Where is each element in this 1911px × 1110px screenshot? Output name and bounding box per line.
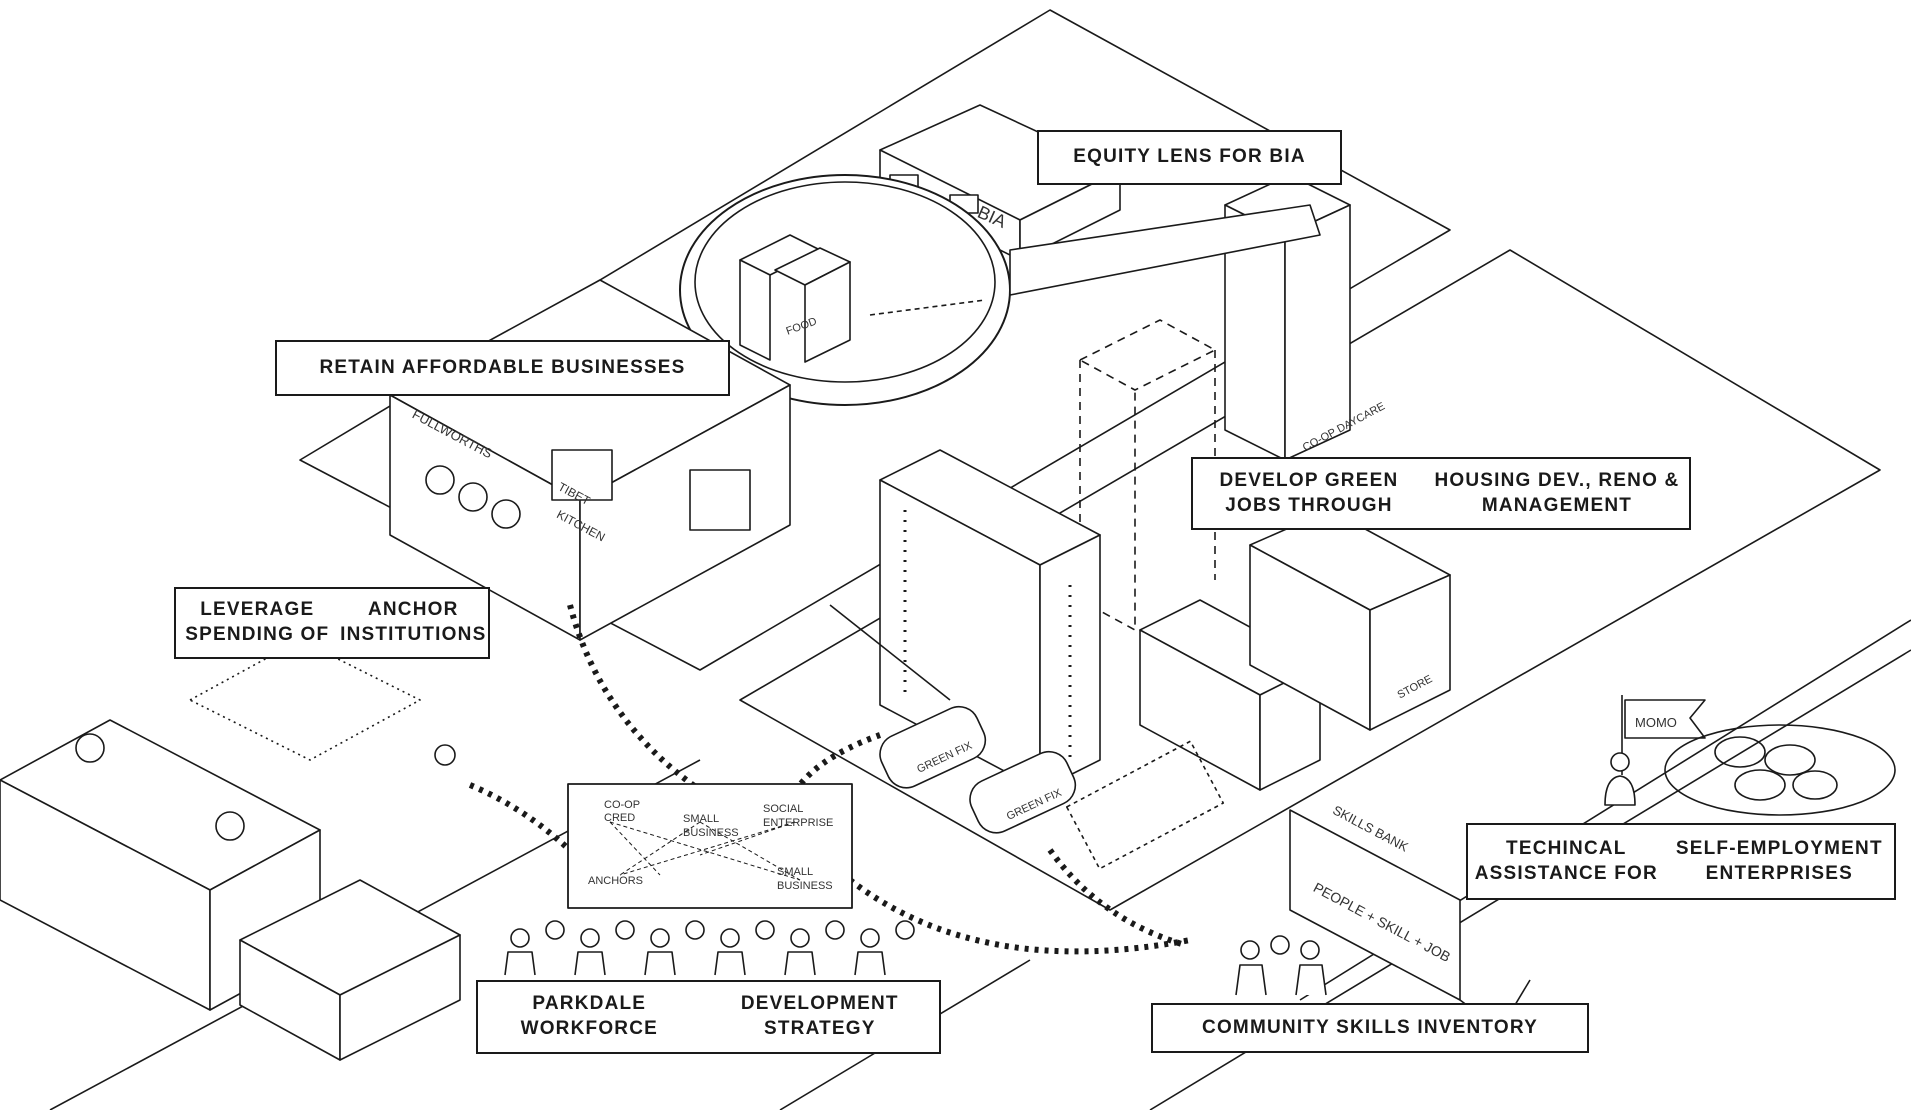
callout-green-jobs-line2: HOUSING DEV., RENO & MANAGEMENT [1434, 469, 1680, 516]
callout-green-jobs: DEVELOP GREEN JOBS THROUGH HOUSING DEV.,… [1191, 457, 1691, 530]
green-fix-vans [829, 604, 1077, 834]
node-coop-cred-2: CRED [604, 812, 635, 824]
callout-technical-assistance: TECHINCAL ASSISTANCE FOR SELF-EMPLOYMENT… [1466, 823, 1896, 900]
callout-retain-businesses: RETAIN AFFORDABLE BUSINESSES [275, 340, 730, 396]
callout-anchor-spending: LEVERAGE SPENDING OF ANCHOR INSTITUTIONS [174, 587, 490, 659]
callout-green-jobs-line1: DEVELOP GREEN JOBS THROUGH [1219, 469, 1399, 516]
apartment-block [1139, 509, 1451, 791]
callout-equity-lens: EQUITY LENS FOR BIA [1037, 130, 1342, 185]
node-small-business-2b: BUSINESS [777, 880, 833, 892]
callout-skills-inventory: COMMUNITY SKILLS INVENTORY [1151, 1003, 1589, 1053]
node-coop-cred-1: CO-OP [604, 799, 640, 811]
node-small-business-1a: SMALL [683, 813, 719, 825]
callout-workforce-strategy: PARKDALE WORKFORCE DEVELOPMENT STRATEGY [476, 980, 941, 1054]
momo-stall [1604, 695, 1896, 816]
magnifier-lens [679, 174, 1321, 406]
callout-anchor-spending-line1: LEVERAGE SPENDING OF [185, 599, 330, 645]
node-anchors: ANCHORS [588, 875, 643, 887]
callout-anchor-spending-line2: ANCHOR INSTITUTIONS [340, 599, 487, 645]
node-social-enterprise-1: SOCIAL [763, 803, 803, 815]
callout-workforce-strategy-line2: DEVELOPMENT STRATEGY [740, 993, 899, 1039]
callout-skills-inventory-text: COMMUNITY SKILLS INVENTORY [1202, 1016, 1538, 1038]
callout-technical-assistance-line2: SELF-EMPLOYMENT ENTERPRISES [1675, 837, 1883, 884]
striped-tower [1224, 174, 1351, 461]
callout-workforce-strategy-line1: PARKDALE WORKFORCE [520, 993, 659, 1039]
node-small-business-2a: SMALL [777, 866, 813, 878]
workforce-crowd [504, 920, 915, 976]
community-crowd [1235, 935, 1327, 996]
node-small-business-1b: BUSINESS [683, 827, 739, 839]
callout-equity-lens-text: EQUITY LENS FOR BIA [1073, 146, 1306, 168]
callout-technical-assistance-line1: TECHINCAL ASSISTANCE FOR [1474, 837, 1658, 884]
bike-parking [1065, 740, 1225, 870]
callout-retain-businesses-text: RETAIN AFFORDABLE BUSINESSES [319, 356, 686, 378]
anchor-campus [0, 639, 461, 1061]
network-diagram [567, 783, 853, 909]
node-social-enterprise-2: ENTERPRISE [763, 817, 833, 829]
momo-flag-text: MOMO [1635, 715, 1677, 730]
green-fix-building [879, 449, 1101, 791]
connection-paths [468, 604, 1191, 955]
